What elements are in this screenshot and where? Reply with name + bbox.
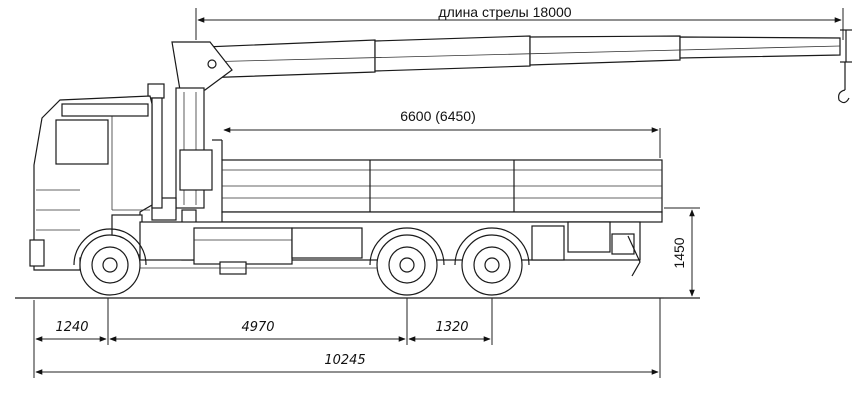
cargo-bed — [212, 139, 663, 223]
rear-wheel-1 — [369, 227, 445, 296]
bed-length-dimension: 6600 (6450) — [223, 108, 661, 158]
front-overhang-label: 1240 — [55, 320, 88, 335]
boom-length-dimension: длина стрелы 18000 — [195, 4, 844, 40]
boom-length-label: длина стрелы 18000 — [438, 4, 571, 20]
bed-height-label: 1450 — [671, 237, 687, 268]
wheelbase-label: 4970 — [241, 320, 274, 335]
overall-length-label: 10245 — [324, 353, 365, 368]
bed-length-label: 6600 (6450) — [400, 108, 476, 124]
axle-dimensions: 1240 4970 1320 10245 — [33, 298, 661, 378]
rear-wheel-2 — [454, 227, 530, 296]
tandem-spacing-label: 1320 — [435, 320, 468, 335]
front-wheel — [73, 228, 147, 296]
bed-height-dimension: 1450 — [664, 207, 700, 299]
crane-boom — [171, 29, 852, 104]
